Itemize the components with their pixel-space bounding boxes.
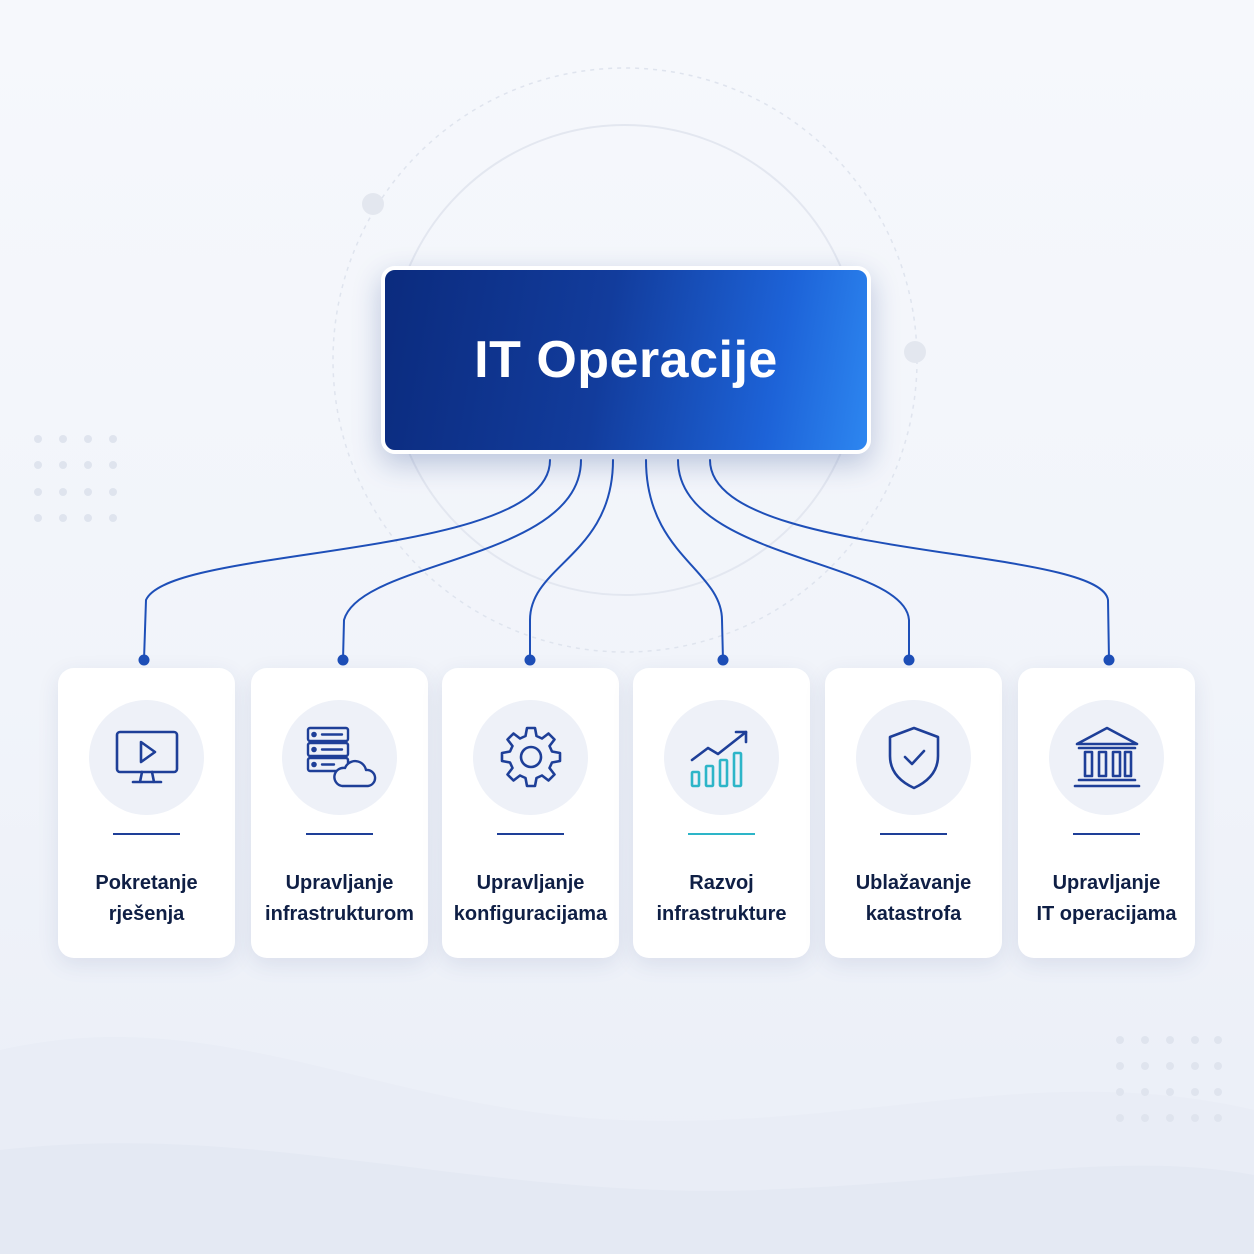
card-upravljanje-konfiguracijama: Upravljanje konfiguracijama: [442, 668, 619, 958]
root-node: IT Operacije: [381, 266, 871, 454]
bank-building-icon: [1049, 700, 1164, 815]
card-label-line: katastrofa: [865, 903, 962, 925]
card-pokretanje-rjesenja: Pokretanje rješenja: [58, 668, 235, 958]
card-label-line: konfiguracijama: [453, 903, 608, 925]
card-label: Ublažavanje katastrofa: [825, 868, 1002, 930]
card-divider: [1073, 833, 1140, 835]
connector-4: [645, 459, 724, 661]
orbit-dot-left: [362, 193, 384, 215]
background-wave-light: [0, 1143, 1254, 1254]
card-label-line: IT operacijama: [1036, 903, 1177, 925]
card-label: Upravljanje infrastrukturom: [251, 868, 428, 930]
connector-6: [709, 459, 1110, 661]
card-label: Upravljanje konfiguracijama: [442, 868, 619, 930]
card-upravljanje-infrastrukturom: Upravljanje infrastrukturom: [251, 668, 428, 958]
growth-chart-icon: [664, 700, 779, 815]
card-razvoj-infrastrukture: Razvoj infrastrukture: [633, 668, 810, 958]
connector-1: [143, 459, 551, 661]
card-label-line: infrastrukturom: [265, 903, 414, 925]
dot-grid-left: [34, 435, 117, 522]
card-label-line: Pokretanje: [95, 872, 198, 894]
connector-dot-2: [337, 654, 349, 666]
connector-dot-6: [1103, 654, 1115, 666]
shield-check-icon: [856, 700, 971, 815]
dot-grid-right: [1116, 1036, 1222, 1122]
connector-3: [529, 459, 614, 661]
orbit-dot-right: [904, 341, 926, 363]
connector-dot-4: [717, 654, 729, 666]
connector-dot-3: [524, 654, 536, 666]
card-label: Pokretanje rješenja: [58, 868, 235, 930]
card-label-line: Upravljanje: [1052, 872, 1161, 894]
card-divider: [113, 833, 180, 835]
card-label-line: rješenja: [108, 903, 185, 925]
card-divider: [880, 833, 947, 835]
connector-5: [677, 459, 910, 661]
card-label: Razvoj infrastrukture: [633, 868, 810, 930]
card-ublazavanje-katastrofa: Ublažavanje katastrofa: [825, 668, 1002, 958]
connector-dot-5: [903, 654, 915, 666]
card-label-line: infrastrukture: [656, 903, 787, 925]
monitor-play-icon: [89, 700, 204, 815]
card-label-line: Upravljanje: [285, 872, 394, 894]
server-cloud-icon: [282, 700, 397, 815]
root-title: IT Operacije: [474, 331, 778, 389]
card-label-line: Razvoj: [689, 872, 754, 894]
card-label-line: Ublažavanje: [855, 872, 972, 894]
connector-2: [342, 459, 582, 661]
connector-dot-1: [138, 654, 150, 666]
gear-icon: [473, 700, 588, 815]
card-divider: [497, 833, 564, 835]
card-label-line: Upravljanje: [476, 872, 585, 894]
card-label: Upravljanje IT operacijama: [1018, 868, 1195, 930]
card-divider: [688, 833, 755, 835]
card-divider: [306, 833, 373, 835]
card-upravljanje-it-operacijama: Upravljanje IT operacijama: [1018, 668, 1195, 958]
